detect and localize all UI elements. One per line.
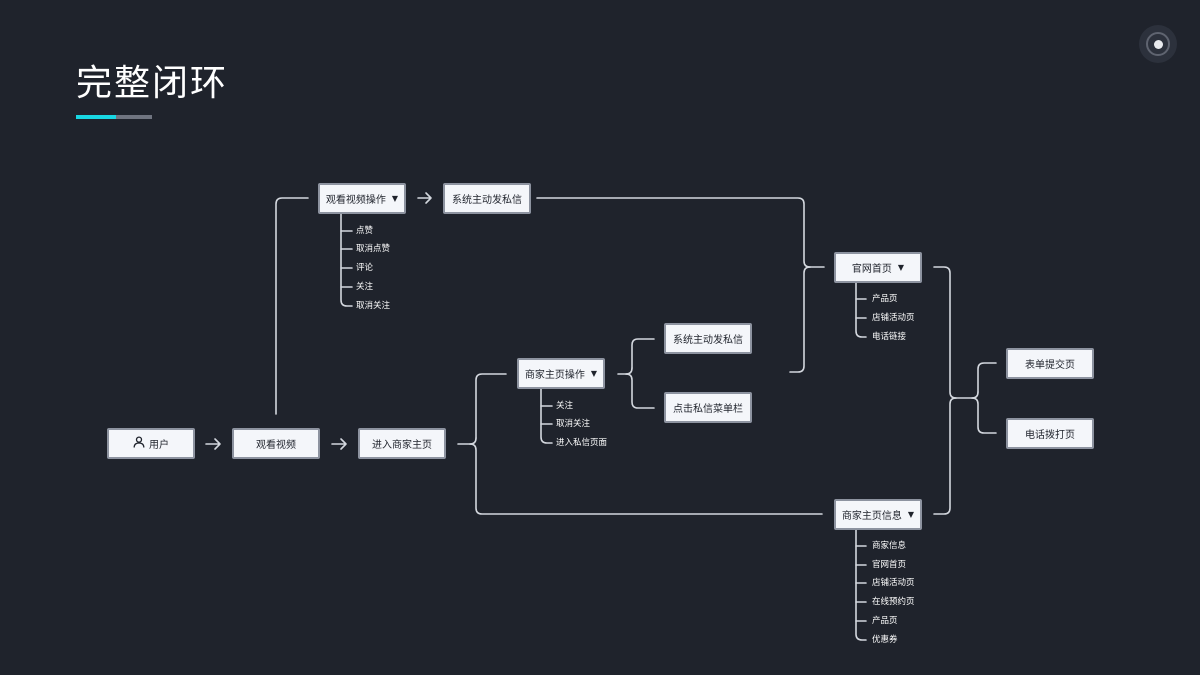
shop-info-item: 商家信息 bbox=[872, 541, 907, 551]
node-click-menu: 点击私信菜单栏 bbox=[664, 392, 752, 423]
node-click-menu-label: 点击私信菜单栏 bbox=[673, 404, 743, 415]
dropdown-caret-icon[interactable]: ▼ bbox=[907, 510, 915, 519]
node-enter-shop-label: 进入商家主页 bbox=[372, 440, 432, 451]
node-sys-msg-top: 系统主动发私信 bbox=[443, 183, 531, 214]
node-official-home[interactable]: 官网首页 ▼ bbox=[834, 252, 922, 283]
dropdown-caret-icon[interactable]: ▼ bbox=[391, 194, 399, 203]
video-op-item: 取消关注 bbox=[356, 301, 391, 311]
node-shop-ops[interactable]: 商家主页操作 ▼ bbox=[517, 358, 605, 389]
dropdown-caret-icon[interactable]: ▼ bbox=[897, 263, 905, 272]
shop-info-item: 店铺活动页 bbox=[872, 578, 915, 588]
node-video-ops[interactable]: 观看视频操作 ▼ bbox=[318, 183, 406, 214]
shop-info-item: 在线预约页 bbox=[872, 597, 915, 607]
shop-info-item: 优惠券 bbox=[872, 635, 898, 645]
node-watch-video: 观看视频 bbox=[232, 428, 320, 459]
shop-info-item: 产品页 bbox=[872, 616, 898, 626]
node-enter-shop: 进入商家主页 bbox=[358, 428, 446, 459]
node-user: 用户 bbox=[107, 428, 195, 459]
title-underline-bar bbox=[116, 115, 152, 119]
shop-op-item: 取消关注 bbox=[556, 419, 591, 429]
video-op-item: 点赞 bbox=[356, 226, 374, 236]
shop-op-item: 进入私信页面 bbox=[556, 438, 608, 448]
official-item: 电话链接 bbox=[872, 332, 907, 342]
official-item: 店铺活动页 bbox=[872, 313, 915, 323]
video-op-item: 关注 bbox=[356, 282, 374, 292]
node-official-home-label: 官网首页 bbox=[851, 264, 892, 275]
page-title: 完整闭环 bbox=[76, 63, 229, 104]
official-item: 产品页 bbox=[872, 294, 898, 304]
shop-op-item: 关注 bbox=[556, 401, 574, 411]
node-video-ops-label: 观看视频操作 bbox=[325, 195, 386, 206]
node-sys-msg-top-label: 系统主动发私信 bbox=[452, 195, 522, 206]
user-icon bbox=[133, 436, 145, 451]
dropdown-caret-icon[interactable]: ▼ bbox=[590, 369, 598, 378]
video-op-item: 评论 bbox=[356, 263, 374, 273]
node-sys-msg-mid-label: 系统主动发私信 bbox=[673, 335, 743, 346]
node-form-submit: 表单提交页 bbox=[1006, 348, 1094, 379]
shop-info-item: 官网首页 bbox=[872, 560, 907, 570]
node-shop-ops-label: 商家主页操作 bbox=[524, 370, 585, 381]
node-user-label: 用户 bbox=[149, 440, 169, 451]
title-accent-bar bbox=[76, 115, 116, 119]
logo-icon bbox=[1139, 25, 1177, 63]
node-shop-info[interactable]: 商家主页信息 ▼ bbox=[834, 499, 922, 530]
video-op-item: 取消点赞 bbox=[356, 244, 391, 254]
node-shop-info-label: 商家主页信息 bbox=[841, 511, 902, 522]
node-phone-dial-label: 电话拨打页 bbox=[1025, 430, 1075, 441]
node-sys-msg-mid: 系统主动发私信 bbox=[664, 323, 752, 354]
node-phone-dial: 电话拨打页 bbox=[1006, 418, 1094, 449]
node-watch-video-label: 观看视频 bbox=[256, 440, 296, 451]
node-form-submit-label: 表单提交页 bbox=[1025, 360, 1075, 371]
